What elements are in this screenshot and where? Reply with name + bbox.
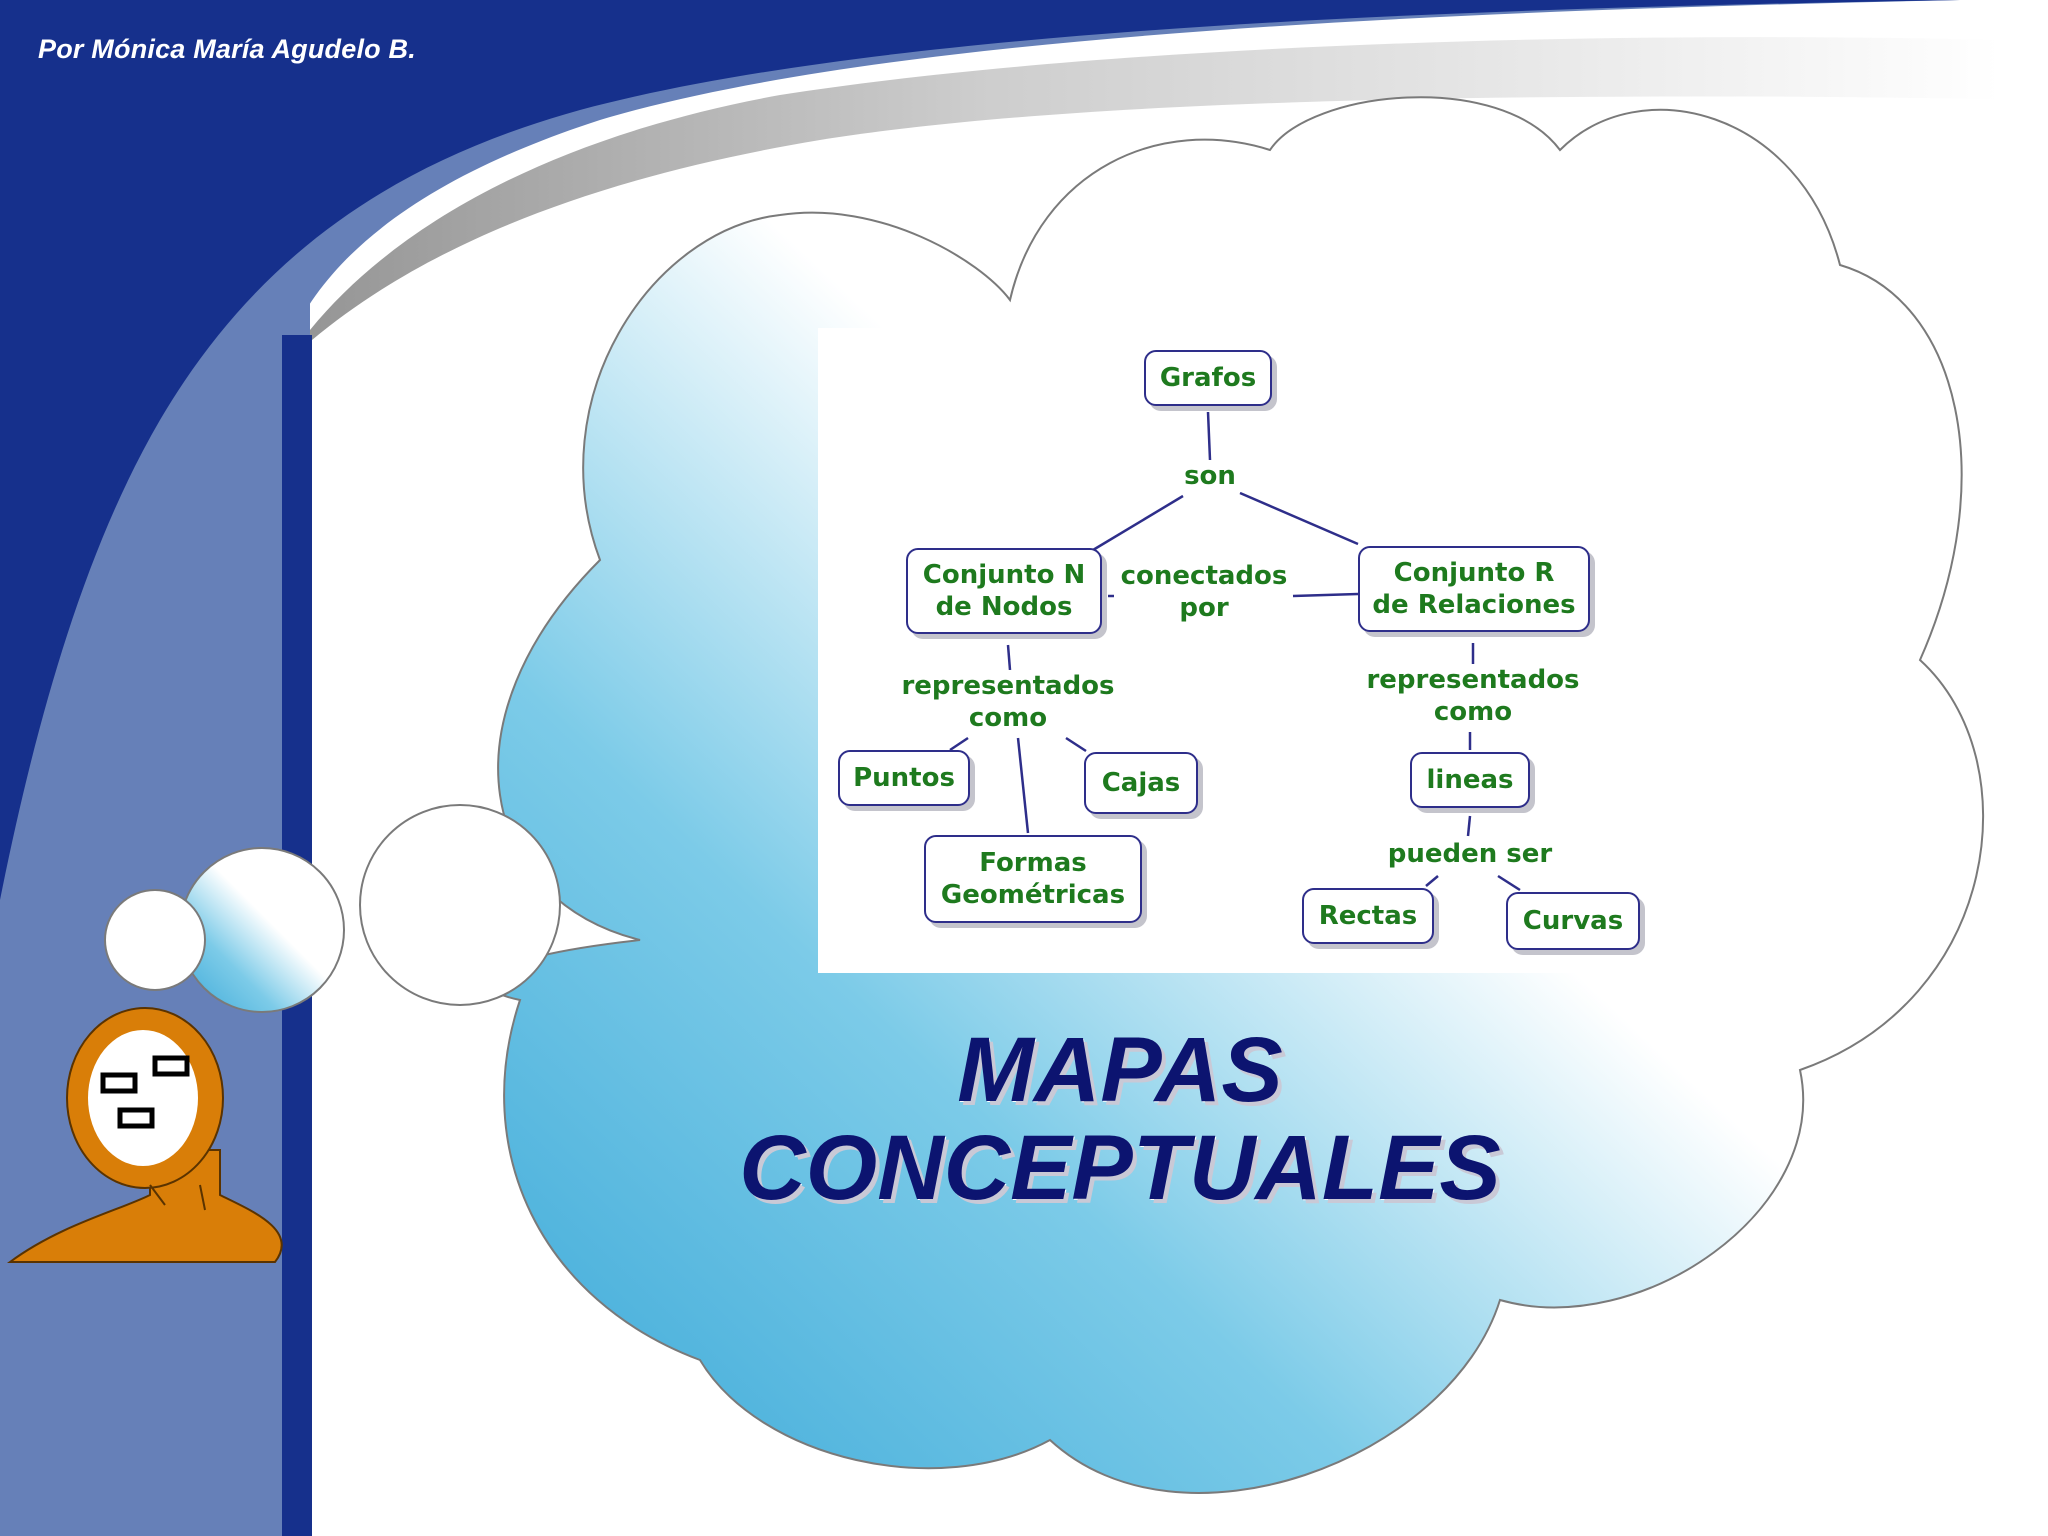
link-representados-n: representados como (898, 670, 1118, 734)
link-representados-r: representados como (1363, 664, 1583, 728)
node-formas-geometricas: Formas Geométricas (924, 835, 1142, 923)
node-conjunto-r: Conjunto R de Relaciones (1358, 546, 1590, 632)
title-line-1: MAPAS (957, 1019, 1283, 1121)
node-rectas: Rectas (1302, 888, 1434, 944)
connector-lines (949, 411, 1521, 892)
link-son: son (1170, 460, 1250, 492)
link-conectados-por: conectados por (1116, 560, 1292, 624)
node-lineas: lineas (1410, 752, 1530, 808)
thinking-person-illustration (6, 1007, 283, 1263)
node-puntos: Puntos (838, 750, 970, 806)
node-grafos: Grafos (1144, 350, 1272, 406)
node-conjunto-n: Conjunto N de Nodos (906, 548, 1102, 634)
link-pueden-ser: pueden ser (1380, 838, 1560, 870)
title-line-2: CONCEPTUALES (739, 1117, 1501, 1219)
concept-map: Grafos son Conjunto N de Nodos conectado… (818, 328, 1658, 973)
node-curvas: Curvas (1506, 892, 1640, 950)
author-credit: Por Mónica María Agudelo B. (38, 34, 416, 64)
node-cajas: Cajas (1084, 752, 1198, 814)
